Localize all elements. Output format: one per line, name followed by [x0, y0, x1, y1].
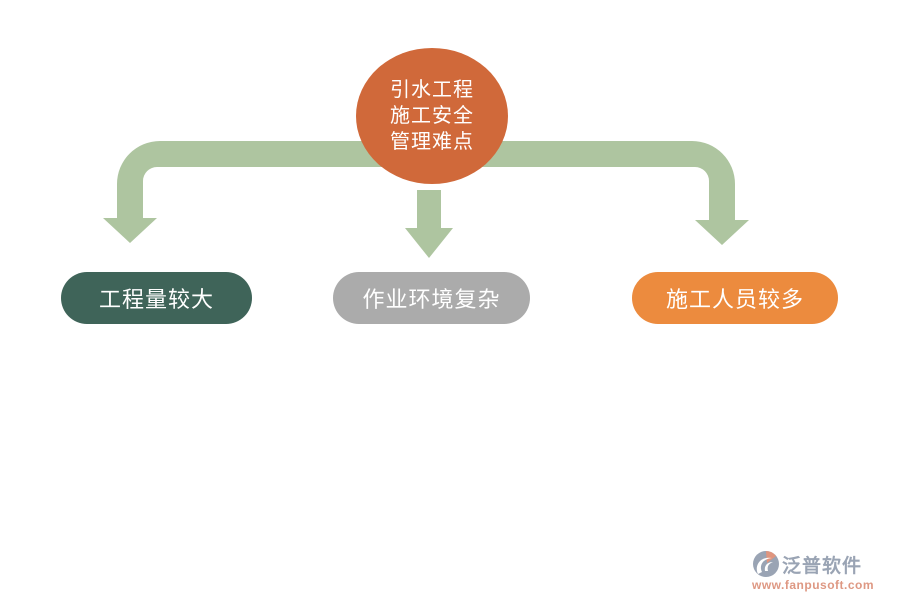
branch-pill-large-workload: 工程量较大: [61, 272, 252, 324]
branch-pill-many-workers: 施工人员较多: [632, 272, 838, 324]
arrow-middle: [405, 190, 453, 258]
central-topic-line: 施工安全: [390, 105, 474, 127]
fanpu-logo-icon: [753, 551, 779, 577]
arrow-left: [103, 141, 400, 243]
watermark: 泛普软件 www.fanpusoft.com: [752, 550, 892, 592]
branch-label: 作业环境复杂: [362, 287, 501, 312]
watermark-url-text: www.fanpusoft.com: [752, 578, 875, 592]
central-topic-line: 引水工程: [390, 79, 474, 101]
branch-pill-complex-environment: 作业环境复杂: [333, 272, 530, 324]
branch-label: 工程量较大: [98, 287, 214, 312]
arrow-right: [470, 141, 749, 245]
central-topic-node: 引水工程 施工安全 管理难点: [356, 48, 508, 184]
watermark-brand-text: 泛普软件: [782, 555, 863, 577]
central-topic-line: 管理难点: [390, 131, 474, 153]
branch-label: 施工人员较多: [665, 287, 804, 312]
